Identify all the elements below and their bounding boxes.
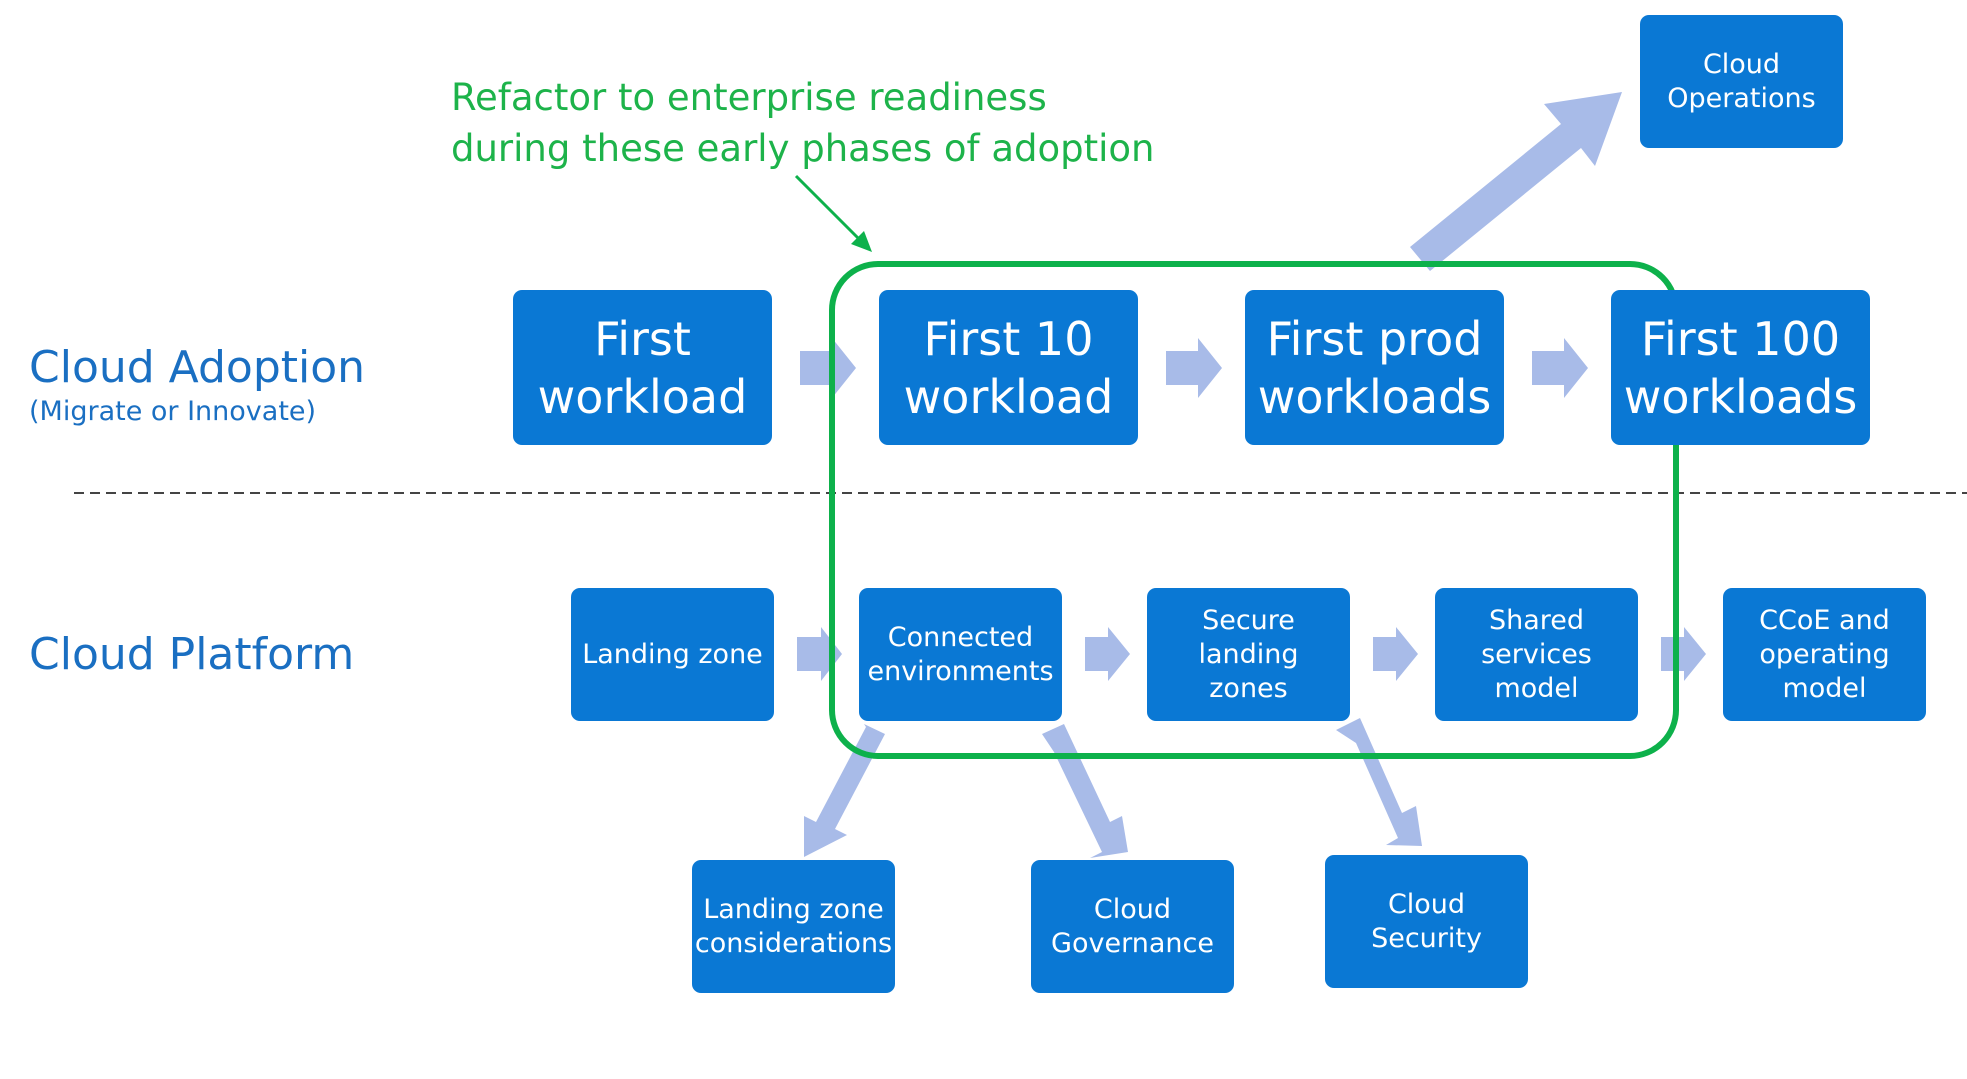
cloud-operations-box: Cloud Operations bbox=[1640, 15, 1843, 148]
outcome-line-2: Security bbox=[1371, 922, 1482, 954]
outcome-landing-zone-considerations: Landing zone considerations bbox=[692, 860, 895, 993]
outcome-line-1: Cloud bbox=[1093, 893, 1172, 925]
outcome-line-1: Landing zone bbox=[703, 893, 884, 925]
arrow-to-cloud-governance bbox=[1042, 724, 1128, 858]
enterprise-readiness-frame bbox=[829, 261, 1679, 759]
note-pointer-head bbox=[851, 231, 872, 252]
cloud-adoption-title: Cloud Adoption bbox=[29, 342, 366, 393]
outcome-line-1: Cloud bbox=[1387, 888, 1466, 920]
outcome-line-2: considerations bbox=[694, 927, 893, 959]
adoption-step-line-1: First 100 bbox=[1640, 311, 1841, 366]
platform-step-secure-landing-zones: Secure landing zones bbox=[1147, 588, 1350, 721]
adoption-step-first-100-workloads: First 100 workloads bbox=[1611, 290, 1870, 445]
platform-step-line-2: environments bbox=[867, 655, 1054, 687]
cloud-adoption-subtitle: (Migrate or Innovate) bbox=[29, 396, 317, 427]
arrow-platform-3-4 bbox=[1373, 627, 1418, 681]
outcome-cloud-security: Cloud Security bbox=[1325, 855, 1528, 988]
platform-step-line-2: operating bbox=[1759, 638, 1890, 670]
note-line-2: during these early phases of adoption bbox=[451, 127, 1155, 170]
adoption-step-first-prod-workloads: First prod workloads bbox=[1245, 290, 1504, 445]
arrow-adoption-1-2 bbox=[800, 338, 856, 398]
adoption-step-first-workload: First workload bbox=[513, 290, 772, 445]
platform-step-landing-zone: Landing zone bbox=[571, 588, 774, 721]
note-line-1: Refactor to enterprise readiness bbox=[451, 76, 1047, 119]
platform-step-line-3: model bbox=[1782, 672, 1867, 704]
cloud-operations-line-2: Operations bbox=[1667, 82, 1816, 114]
platform-step-shared-services-model: Shared services model bbox=[1435, 588, 1638, 721]
arrow-to-cloud-security bbox=[1336, 718, 1422, 846]
arrow-adoption-2-3 bbox=[1166, 338, 1222, 398]
platform-step-line-2: services bbox=[1481, 638, 1592, 670]
adoption-step-line-1: First 10 bbox=[923, 311, 1094, 366]
outcome-cloud-governance: Cloud Governance bbox=[1031, 860, 1234, 993]
adoption-step-line-2: workload bbox=[537, 369, 748, 424]
platform-step-line-1: CCoE and bbox=[1759, 604, 1890, 636]
arrow-adoption-3-4 bbox=[1532, 338, 1588, 398]
cloud-platform-title: Cloud Platform bbox=[29, 629, 355, 680]
platform-step-line-3: model bbox=[1494, 672, 1579, 704]
platform-step-line-1: Landing zone bbox=[582, 638, 763, 670]
note-pointer-line bbox=[794, 174, 864, 244]
platform-step-line-1: Secure bbox=[1202, 604, 1295, 636]
platform-step-line-1: Connected bbox=[887, 621, 1034, 653]
adoption-step-line-2: workloads bbox=[1257, 369, 1492, 424]
adoption-step-line-1: First bbox=[594, 311, 691, 366]
adoption-step-first-10-workload: First 10 workload bbox=[879, 290, 1138, 445]
adoption-step-line-1: First prod bbox=[1266, 311, 1483, 366]
arrow-platform-1-2 bbox=[797, 627, 842, 681]
platform-step-ccoe-operating-model: CCoE and operating model bbox=[1723, 588, 1926, 721]
platform-step-line-1: Shared bbox=[1488, 604, 1585, 636]
adoption-step-line-2: workloads bbox=[1623, 369, 1858, 424]
platform-step-line-2: landing zones bbox=[1198, 638, 1299, 704]
arrow-platform-2-3 bbox=[1085, 627, 1130, 681]
platform-step-connected-environments: Connected environments bbox=[859, 588, 1062, 721]
arrow-platform-4-5 bbox=[1661, 627, 1706, 681]
outcome-line-2: Governance bbox=[1051, 927, 1214, 959]
adoption-step-line-2: workload bbox=[903, 369, 1114, 424]
cloud-operations-line-1: Cloud bbox=[1702, 48, 1781, 80]
arrow-to-cloud-operations bbox=[1410, 92, 1622, 271]
